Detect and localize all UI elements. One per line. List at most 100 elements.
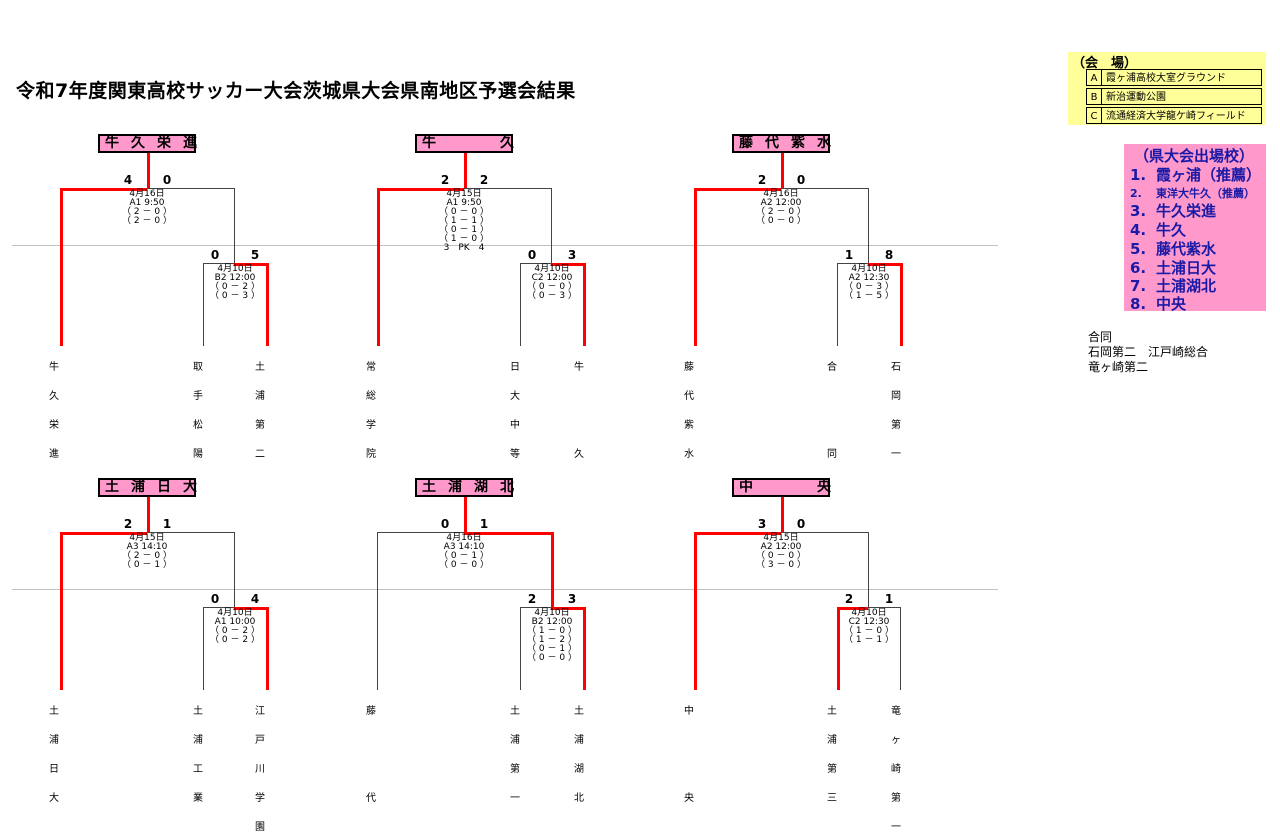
bracket-line xyxy=(551,532,554,607)
qualifier-rank: 7. xyxy=(1130,277,1147,295)
semi-match-info: 4月10日 C2 12:30 （ 1 － 0 ） （ 1 － 1 ） xyxy=(844,608,894,645)
team-name-char: 浦 xyxy=(193,735,203,746)
team-name-char: 進 xyxy=(49,449,59,460)
qualifier-name: 牛久 xyxy=(1156,221,1187,239)
semi-match-info: 4月10日 B2 12:00 （ 0 － 2 ） （ 0 － 3 ） xyxy=(210,264,260,301)
final-match-info: 4月15日 A3 14:10 （ 2 － 0 ） （ 0 － 1 ） xyxy=(122,533,172,570)
team-name-char: 代 xyxy=(366,793,376,804)
page-title: 令和7年度関東高校サッカー大会茨城県大会県南地区予選会結果 xyxy=(16,80,576,102)
qualifier-row: 1.霞ヶ浦（推薦） xyxy=(1130,164,1261,185)
qualifier-row: 7.土浦湖北 xyxy=(1130,275,1216,296)
team-name-char: 浦 xyxy=(574,735,584,746)
team-name-char: 一 xyxy=(891,449,901,460)
team-name-char: 第 xyxy=(827,764,837,775)
qualifier-rank: 5. xyxy=(1130,240,1147,258)
bracket-line xyxy=(234,263,266,266)
team-name-char: 土 xyxy=(193,706,203,717)
team-name-char: 浦 xyxy=(827,735,837,746)
team-name-char: 同 xyxy=(827,449,837,460)
bracket-line xyxy=(551,188,552,263)
winner-name-box: 中 央 xyxy=(732,478,831,497)
separator-line xyxy=(12,589,998,590)
qualifier-rank: 8. xyxy=(1130,295,1147,313)
final-left-score: 4 xyxy=(123,173,133,187)
final-match-info: 4月16日 A3 14:10 （ 0 － 1 ） （ 0 － 0 ） xyxy=(439,533,489,570)
bracket-line xyxy=(203,263,234,264)
team-name-char: 中 xyxy=(684,706,694,717)
bracket-line xyxy=(60,532,63,690)
qualifier-name: 藤代紫水 xyxy=(1156,240,1217,258)
team-name-char: 北 xyxy=(574,793,584,804)
bracket-line xyxy=(837,607,868,610)
team-name-char: ヶ xyxy=(891,735,901,746)
bracket-line xyxy=(377,188,380,346)
bracket-line xyxy=(583,607,586,690)
bracket-line xyxy=(520,607,551,608)
qualifier-name: 霞ヶ浦（推薦） xyxy=(1156,166,1262,184)
bracket-line xyxy=(234,188,235,263)
venue-row: A 霞ヶ浦高校大室グラウンド xyxy=(1086,69,1262,86)
bracket-line xyxy=(694,188,697,346)
venue-name: 新治運動公園 xyxy=(1106,92,1166,103)
semi-left-score: 2 xyxy=(844,592,854,606)
bracket-line xyxy=(781,532,868,533)
team-name-char: 学 xyxy=(366,420,376,431)
team-name-char: 藤 xyxy=(366,706,376,717)
venue-heading: （会 場） xyxy=(1072,56,1138,71)
qualifiers-list: （県大会出場校） 1.霞ヶ浦（推薦） 2.東洋大牛久（推薦） 3.牛久栄進 4.… xyxy=(1124,144,1266,313)
semi-match-info: 4月10日 C2 12:00 （ 0 － 0 ） （ 0 － 3 ） xyxy=(527,264,577,301)
bracket-line xyxy=(551,263,583,266)
semi-match-info: 4月10日 A2 12:30 （ 0 － 3 ） （ 1 － 5 ） xyxy=(844,264,894,301)
qualifier-row: 4.牛久 xyxy=(1130,219,1186,240)
team-name-char: 土 xyxy=(255,362,265,373)
team-name-char: 学 xyxy=(255,793,265,804)
bracket-line xyxy=(837,263,838,346)
team-name-char: 土 xyxy=(49,706,59,717)
team-name-char: 崎 xyxy=(891,764,901,775)
semi-right-score: 3 xyxy=(567,592,577,606)
team-name-char: 竜 xyxy=(891,706,901,717)
bracket-line xyxy=(900,607,901,690)
qualifiers-heading: （県大会出場校） xyxy=(1134,147,1255,165)
bracket-line xyxy=(868,532,869,607)
qualifier-name: 東洋大牛久（推薦） xyxy=(1156,187,1255,200)
bracket-line xyxy=(868,188,869,263)
semi-right-score: 3 xyxy=(567,248,577,262)
bracket-line xyxy=(60,532,147,535)
team-name-char: 栄 xyxy=(49,420,59,431)
bracket-line xyxy=(868,607,900,608)
bracket-line xyxy=(147,188,234,189)
team-name-char: 等 xyxy=(510,449,520,460)
bracket-line xyxy=(583,263,586,346)
bracket-line xyxy=(694,188,781,191)
team-name-char: 川 xyxy=(255,764,265,775)
team-name-char: 第 xyxy=(255,420,265,431)
team-name-char: 紫 xyxy=(684,420,694,431)
final-left-score: 3 xyxy=(757,517,767,531)
venue-code: B xyxy=(1087,89,1102,104)
semi-match-info: 4月10日 B2 12:00 （ 1 － 0 ） （ 1 － 2 ） （ 0 －… xyxy=(527,608,577,663)
team-name-char: 総 xyxy=(366,391,376,402)
qualifier-name: 中央 xyxy=(1156,295,1187,313)
bracket-line xyxy=(234,532,235,607)
bracket-line xyxy=(837,263,868,264)
venue-name: 霞ヶ浦高校大室グラウンド xyxy=(1106,73,1226,84)
final-left-score: 0 xyxy=(440,517,450,531)
final-right-score: 1 xyxy=(162,517,172,531)
final-match-info: 4月16日 A2 12:00 （ 2 － 0 ） （ 0 － 0 ） xyxy=(756,189,806,226)
winner-name-box: 牛 久 xyxy=(415,134,514,153)
bracket-line xyxy=(781,497,784,532)
team-name-char: 日 xyxy=(510,362,520,373)
semi-right-score: 1 xyxy=(884,592,894,606)
team-name-char: 戸 xyxy=(255,735,265,746)
venue-code: A xyxy=(1087,70,1102,85)
bracket-line xyxy=(464,153,467,188)
team-name-char: 陽 xyxy=(193,449,203,460)
final-left-score: 2 xyxy=(123,517,133,531)
bracket-line xyxy=(147,153,150,188)
bracket-line xyxy=(694,532,697,690)
bracket-line xyxy=(900,263,903,346)
semi-right-score: 4 xyxy=(250,592,260,606)
bracket-line xyxy=(520,263,521,346)
